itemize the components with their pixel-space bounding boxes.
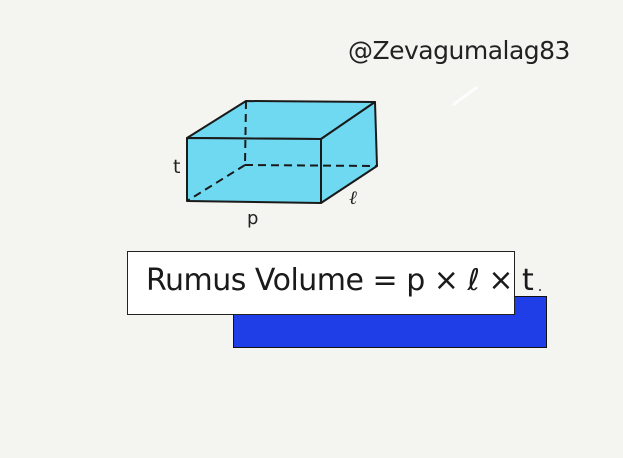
width-label: ℓ [349, 187, 357, 209]
hidden-edge-depth [186, 164, 246, 202]
length-label: p [247, 208, 259, 229]
cuboid-front-face [186, 137, 322, 204]
watermark-text: @Zevagumalag83 [348, 36, 570, 65]
decorative-stroke [452, 86, 478, 106]
height-label: t [173, 156, 181, 178]
hidden-edge-back [244, 164, 378, 167]
formula-box: Rumus Volume = p × ℓ × t [127, 251, 534, 315]
decorative-dot [539, 289, 541, 291]
hidden-edge-vertical [244, 100, 247, 166]
volume-formula: Rumus Volume = p × ℓ × t [146, 263, 534, 298]
